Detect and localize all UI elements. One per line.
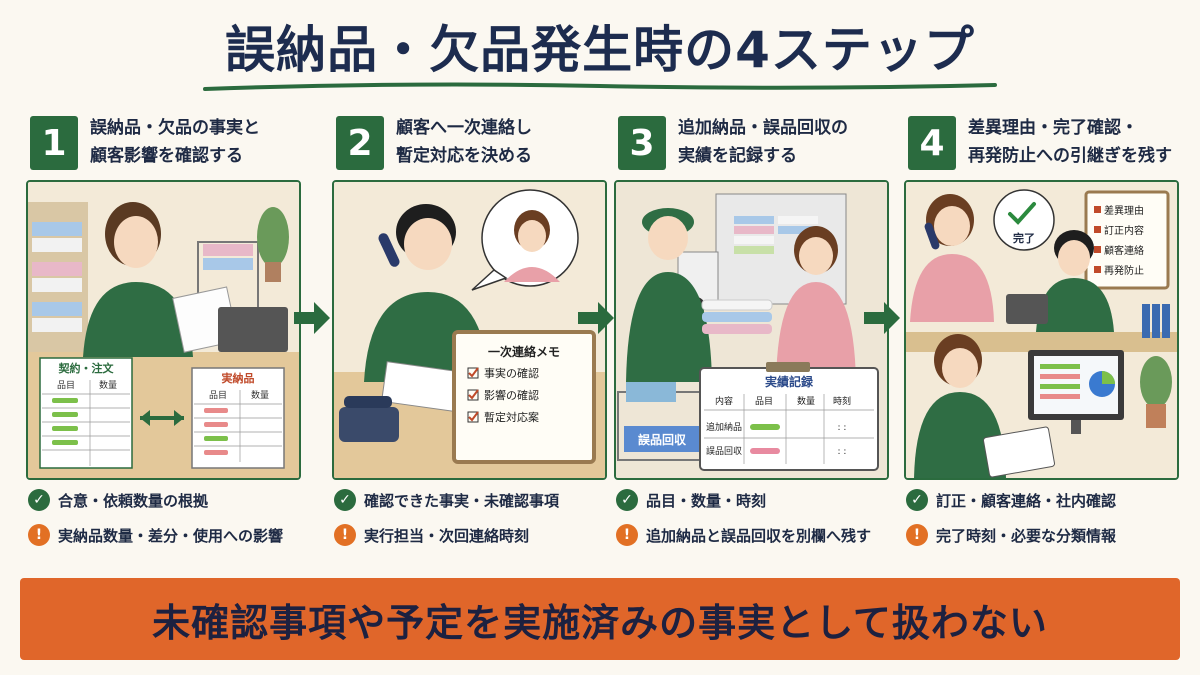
warn-note-text: 実納品数量・差分・使用への影響 xyxy=(58,526,284,545)
step-4: 4 差異理由・完了確認・ 再発防止への引継ぎを残す 完了 差異理由 訂正内容 顧… xyxy=(904,112,1179,562)
record-header-4: 時刻 xyxy=(833,395,851,407)
warn-note: ! 追加納品と誤品回収を別欄へ残す xyxy=(616,522,896,548)
banner-text: 未確認事項や予定を実施済みの事実として扱わない xyxy=(152,600,1048,645)
delivered-col-2: 数量 xyxy=(251,389,269,401)
step-2-illustration: 一次連絡メモ 事実の確認 影響の確認 暫定対応案 xyxy=(332,180,607,480)
memo-item-1: 事実の確認 xyxy=(484,366,539,380)
record-header-1: 内容 xyxy=(715,395,733,407)
heading-line-1: 差異理由・完了確認・ xyxy=(968,118,1138,138)
step-1-header: 1 誤納品・欠品の事実と 顧客影響を確認する xyxy=(26,112,301,172)
contract-col-1: 品目 xyxy=(57,380,75,391)
delivered-col-1: 品目 xyxy=(209,390,227,401)
heading-line-2: 暫定対応を決める xyxy=(396,146,532,166)
check-note: ✓ 訂正・顧客連絡・社内確認 xyxy=(906,487,1186,513)
record-row-1: 追加納品 xyxy=(706,421,742,433)
heading-line-1: 追加納品・誤品回収の xyxy=(678,118,848,138)
step-heading: 追加納品・誤品回収の 実績を記録する xyxy=(678,114,893,170)
check-note-text: 確認できた事実・未確認事項 xyxy=(364,491,560,510)
check-note: ✓ 確認できた事実・未確認事項 xyxy=(334,487,614,513)
record-row-2: 誤品回収 xyxy=(706,445,742,457)
board-item-2: 訂正内容 xyxy=(1104,224,1144,237)
record-header-3: 数量 xyxy=(797,395,815,407)
step-4-illustration: 完了 差異理由 訂正内容 顧客連絡 再発防止 xyxy=(904,180,1179,480)
svg-text:: :: : : xyxy=(838,447,847,457)
record-title: 実績記録 xyxy=(765,374,814,389)
step-number: 1 xyxy=(30,116,78,170)
board-item-4: 再発防止 xyxy=(1104,264,1144,277)
board-item-1: 差異理由 xyxy=(1104,204,1144,217)
heading-line-2: 顧客影響を確認する xyxy=(90,146,243,166)
check-note-text: 合意・依頼数量の根拠 xyxy=(58,491,209,510)
cart-label: 誤品回収 xyxy=(638,432,687,447)
record-header-2: 品目 xyxy=(755,396,773,407)
heading-line-1: 誤納品・欠品の事実と xyxy=(90,118,260,138)
delivered-label: 実納品 xyxy=(222,371,255,385)
step-heading: 差異理由・完了確認・ 再発防止への引継ぎを残す xyxy=(968,114,1183,170)
step-2-header: 2 顧客へ一次連絡し 暫定対応を決める xyxy=(332,112,607,172)
check-note: ✓ 合意・依頼数量の根拠 xyxy=(28,487,308,513)
memo-item-3: 暫定対応案 xyxy=(484,410,539,424)
memo-title: 一次連絡メモ xyxy=(488,344,560,359)
step-4-header: 4 差異理由・完了確認・ 再発防止への引継ぎを残す xyxy=(904,112,1179,172)
warn-note-text: 追加納品と誤品回収を別欄へ残す xyxy=(646,526,872,545)
board-item-3: 顧客連絡 xyxy=(1104,244,1144,257)
step-heading: 誤納品・欠品の事実と 顧客影響を確認する xyxy=(90,114,305,170)
step-heading: 顧客へ一次連絡し 暫定対応を決める xyxy=(396,114,611,170)
contract-col-2: 数量 xyxy=(99,379,117,391)
title-underline xyxy=(203,82,997,91)
check-note-text: 品目・数量・時刻 xyxy=(646,491,767,510)
heading-line-2: 再発防止への引継ぎを残す xyxy=(968,146,1172,166)
memo-item-2: 影響の確認 xyxy=(484,388,539,402)
warn-note-text: 実行担当・次回連絡時刻 xyxy=(364,526,530,545)
contract-label: 契約・注文 xyxy=(58,361,115,375)
warning-banner: 未確認事項や予定を実施済みの事実として扱わない xyxy=(20,578,1180,660)
check-circle-icon: ✓ xyxy=(334,489,356,511)
heading-line-1: 顧客へ一次連絡し xyxy=(396,118,532,138)
check-note: ✓ 品目・数量・時刻 xyxy=(616,487,896,513)
check-circle-icon: ✓ xyxy=(616,489,638,511)
step-3: 3 追加納品・誤品回収の 実績を記録する xyxy=(614,112,889,562)
step-3-header: 3 追加納品・誤品回収の 実績を記録する xyxy=(614,112,889,172)
check-circle-icon: ✓ xyxy=(906,489,928,511)
right-arrow-icon xyxy=(578,302,614,334)
step-1-illustration: 契約・注文 品目 数量 実納品 品目 数量 xyxy=(26,180,301,480)
right-arrow-icon xyxy=(864,302,900,334)
exclamation-circle-icon: ! xyxy=(616,524,638,546)
exclamation-circle-icon: ! xyxy=(334,524,356,546)
page-title: 誤納品・欠品発生時の4ステップ xyxy=(225,21,975,79)
warn-note: ! 実納品数量・差分・使用への影響 xyxy=(28,522,308,548)
step-number: 4 xyxy=(908,116,956,170)
right-arrow-icon xyxy=(294,302,330,334)
check-circle-icon: ✓ xyxy=(28,489,50,511)
svg-text:: :: : : xyxy=(838,423,847,433)
heading-line-2: 実績を記録する xyxy=(678,146,797,166)
step-2: 2 顧客へ一次連絡し 暫定対応を決める 一 xyxy=(332,112,607,562)
step-number: 2 xyxy=(336,116,384,170)
warn-note-text: 完了時刻・必要な分類情報 xyxy=(936,526,1117,545)
check-note-text: 訂正・顧客連絡・社内確認 xyxy=(936,491,1117,510)
warn-note: ! 完了時刻・必要な分類情報 xyxy=(906,522,1186,548)
exclamation-circle-icon: ! xyxy=(28,524,50,546)
warn-note: ! 実行担当・次回連絡時刻 xyxy=(334,522,614,548)
step-number: 3 xyxy=(618,116,666,170)
exclamation-circle-icon: ! xyxy=(906,524,928,546)
step-3-illustration: 誤品回収 実績記録 内容 品目 数量 時刻 追加納品 誤品回収 : : : : xyxy=(614,180,889,480)
done-label: 完了 xyxy=(1013,231,1035,245)
step-1: 1 誤納品・欠品の事実と 顧客影響を確認する xyxy=(26,112,301,562)
